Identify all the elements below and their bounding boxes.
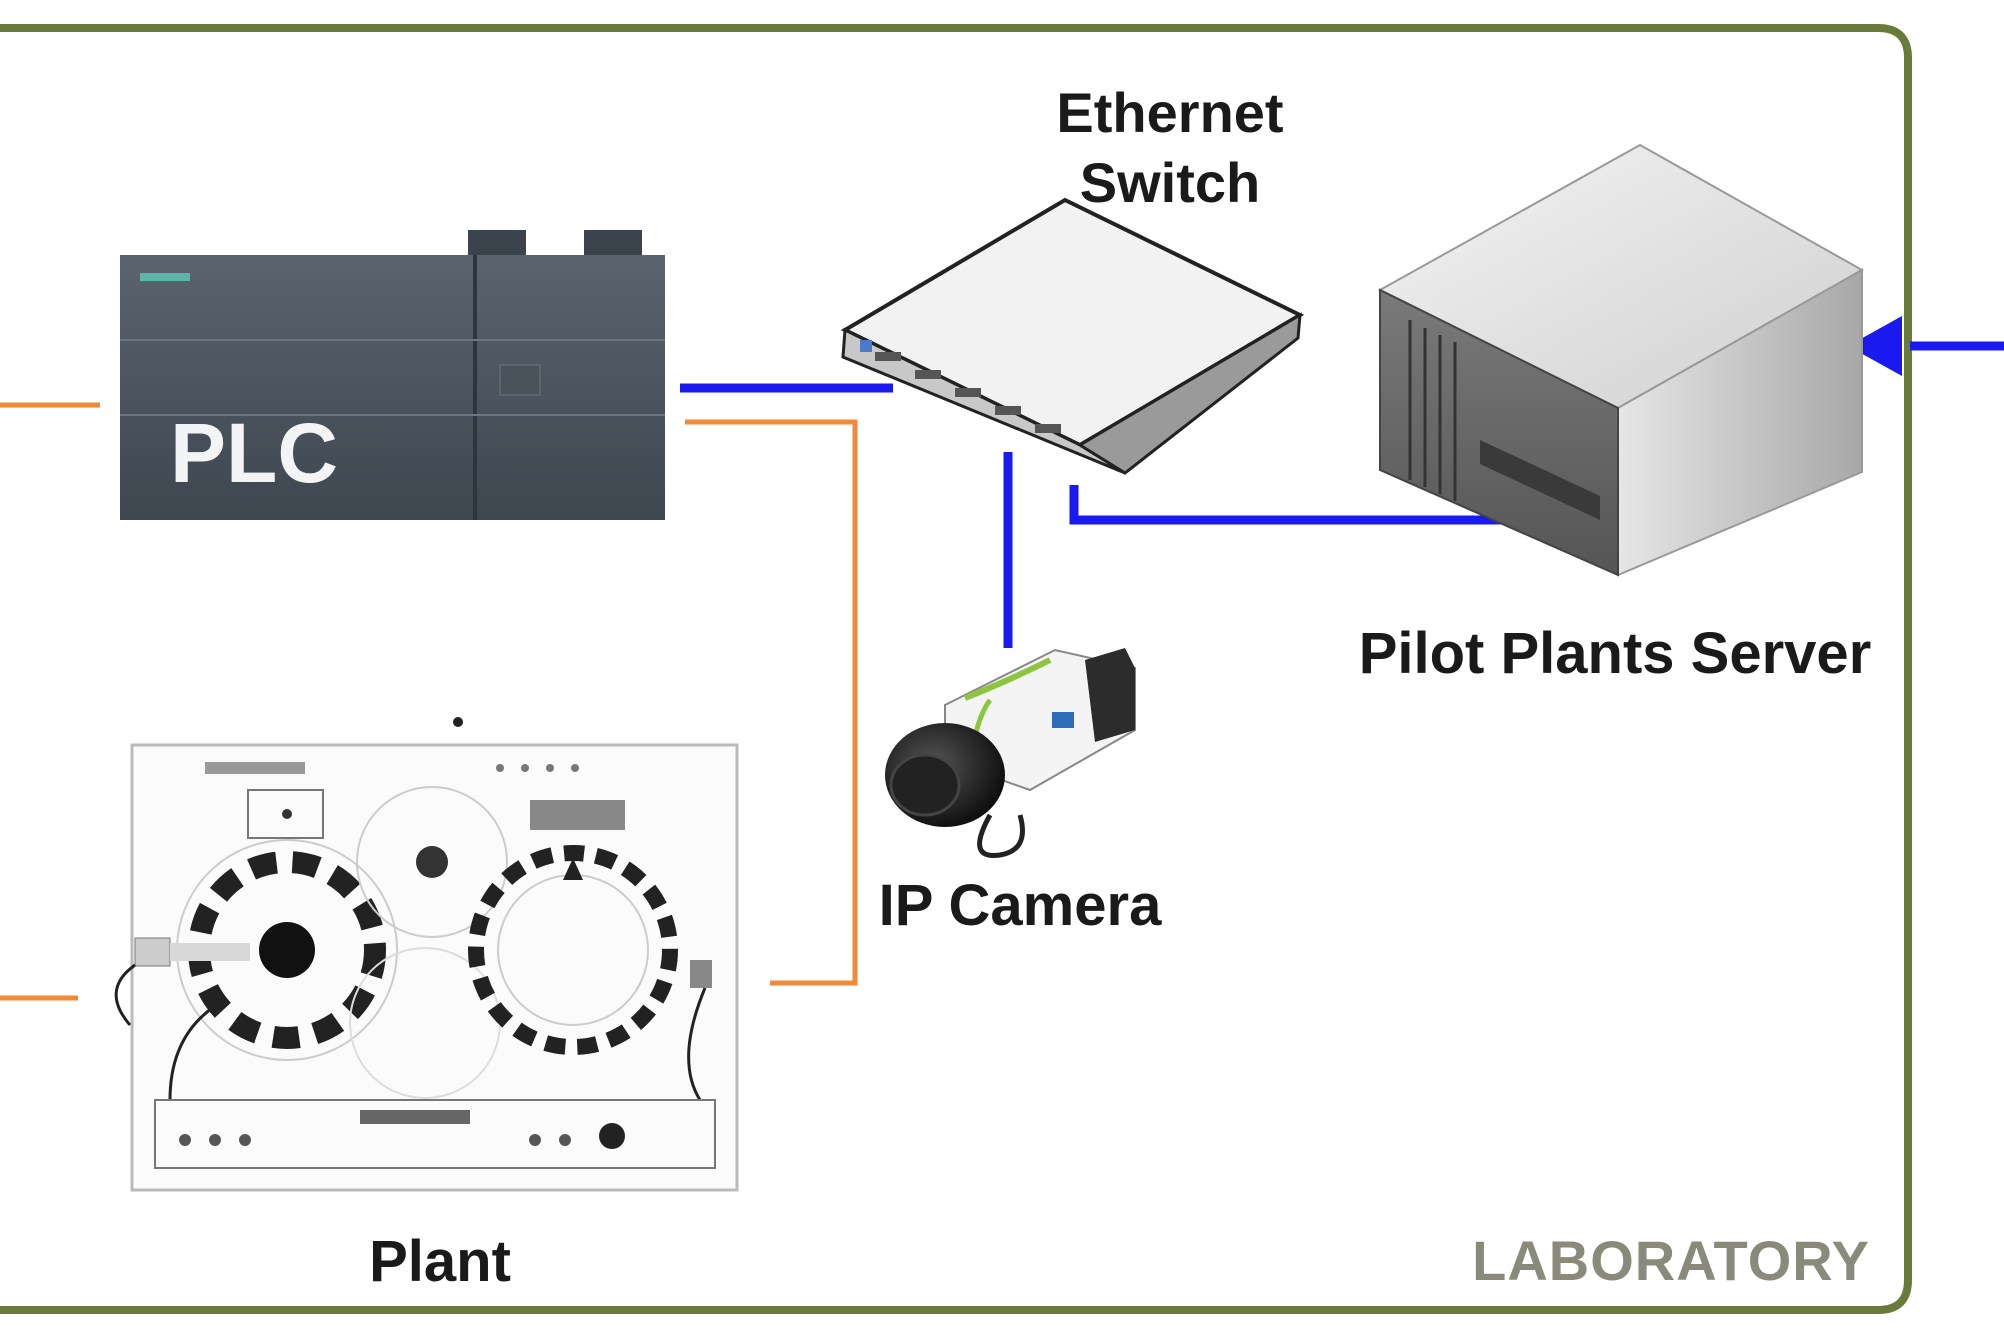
field-wiring (0, 402, 858, 1001)
ethernet-links (680, 341, 2004, 648)
server-input-arrow (1848, 316, 1902, 376)
plant-label: Plant (369, 1229, 511, 1294)
laboratory-boundary (0, 24, 1912, 1314)
ethernet-switch-label-line1: Ethernet (1056, 81, 1284, 144)
laboratory-label: LABORATORY (1472, 1229, 1870, 1292)
ip-camera-icon (885, 648, 1136, 858)
server-icon (1377, 143, 1865, 577)
plc-label: PLC (170, 406, 338, 500)
plc-icon (120, 230, 665, 520)
ethernet-switch-label: Ethernet Switch (1010, 78, 1330, 218)
ip-camera-label: IP Camera (878, 873, 1162, 938)
server-label: Pilot Plants Server (1358, 621, 1872, 686)
ethernet-switch-label-line2: Switch (1079, 151, 1261, 214)
ethernet-switch-icon (840, 197, 1305, 475)
plant-board-icon (114, 717, 739, 1192)
